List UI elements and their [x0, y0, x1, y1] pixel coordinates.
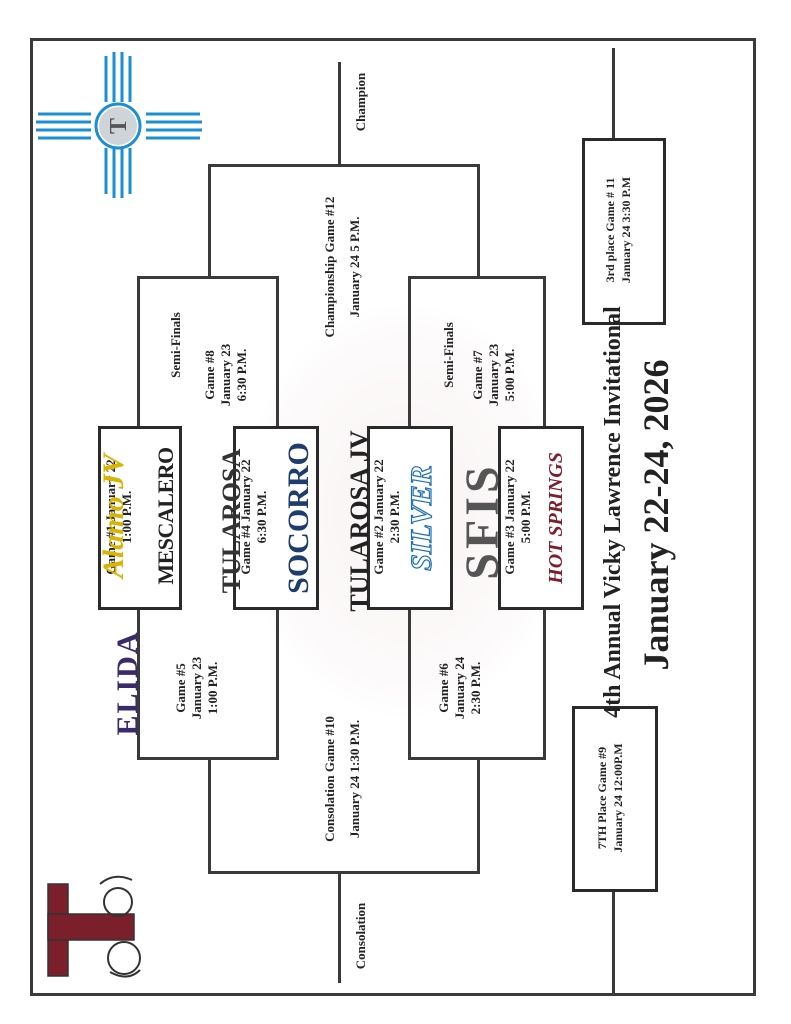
line	[408, 276, 411, 429]
line	[338, 62, 341, 164]
line	[543, 276, 546, 429]
team-hot-springs: HOT SPRINGS	[545, 452, 567, 584]
line	[338, 871, 341, 983]
tularosa-logo	[47, 875, 141, 978]
line	[276, 608, 279, 760]
line	[612, 48, 615, 161]
game-3-box	[498, 426, 584, 610]
game-9-box	[572, 706, 658, 892]
team-mescalero: MESCALERO	[153, 447, 178, 585]
line	[208, 164, 211, 277]
team-alamo-jv: Alamo JV	[97, 453, 130, 579]
line	[208, 871, 480, 874]
line	[477, 757, 480, 874]
champion-label: Champion	[353, 72, 368, 132]
line	[612, 890, 615, 996]
team-sfis: SFIS	[456, 462, 509, 580]
consolation-label: Consolation	[353, 902, 368, 970]
game-11-box	[582, 138, 666, 325]
team-silver: SILVER	[404, 465, 438, 572]
line	[137, 276, 279, 279]
game-4-box	[233, 426, 319, 610]
team-socorro: SOCORRO	[282, 442, 315, 594]
line	[276, 276, 279, 429]
semi-finals-top-label: Semi-Finals	[168, 312, 183, 378]
team-tularosa: TULAROSA	[217, 448, 246, 594]
team-elida: ELIDA	[111, 630, 144, 736]
line	[477, 164, 480, 277]
line	[408, 608, 411, 760]
team-tularosa-jv: TULAROSA JV	[345, 430, 374, 612]
line	[543, 608, 546, 760]
line	[408, 276, 546, 279]
line	[208, 164, 480, 167]
event-title: 4th Annual Vicky Lawrence Invitational	[600, 306, 626, 718]
game-1-box	[98, 426, 182, 610]
semi-finals-bottom-label: Semi-Finals	[441, 322, 456, 388]
event-dates: January 22-24, 2026	[636, 359, 676, 671]
bracket-frame	[30, 38, 756, 996]
zia-logo: T	[36, 52, 202, 198]
svg-text:T: T	[106, 118, 132, 134]
line	[137, 276, 140, 429]
game-2-box	[367, 426, 453, 610]
line	[137, 608, 140, 760]
line	[208, 757, 211, 874]
